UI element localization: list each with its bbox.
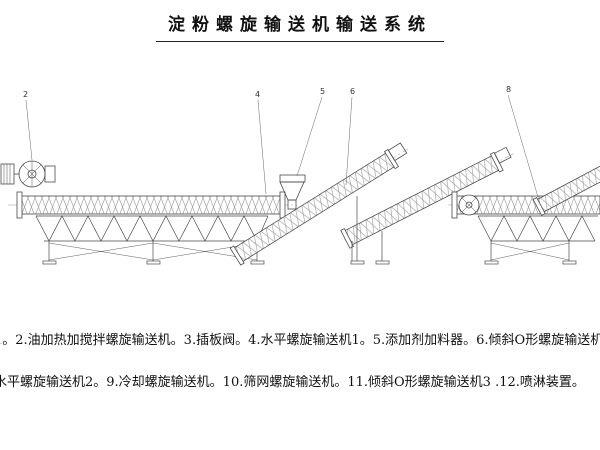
page-title: 淀粉螺旋输送机输送系统 (156, 10, 444, 42)
drive-motor-icon (387, 142, 408, 162)
caption-line-2: 水平螺旋输送机2。9.冷却螺旋输送机。10.筛网螺旋输送机。11.倾斜O形螺旋输… (0, 375, 585, 390)
inclined-conveyor-2 (340, 146, 514, 249)
inclined-conveyor-1 (229, 142, 408, 266)
callout-number-inclined: 6 (350, 87, 355, 96)
title-bar: 淀粉螺旋输送机输送系统 (0, 10, 600, 42)
parts-caption: 1。2.油加热加搅拌螺旋输送机。3.插板阀。4.水平螺旋输送机1。5.添加剂加料… (0, 329, 600, 390)
truss-support-2 (477, 215, 598, 265)
caption-line-1: 1。2.油加热加搅拌螺旋输送机。3.插板阀。4.水平螺旋输送机1。5.添加剂加料… (0, 333, 600, 348)
callout-number-conveyor2: 8 (506, 85, 511, 94)
horizontal-conveyor-2 (451, 191, 600, 219)
callout-leaders (25, 94, 539, 198)
horizontal-conveyor-1 (16, 191, 286, 219)
truss-support-1 (35, 215, 269, 265)
additive-feeder-hopper (279, 174, 306, 210)
oil-heating-mixer-conveyor (0, 160, 56, 188)
callout-number-conveyor1: 4 (255, 90, 260, 99)
callout-number-feeder: 5 (320, 87, 325, 96)
inclined-conveyor-3 (532, 164, 600, 216)
support-legs (350, 196, 390, 265)
drive-motor-icon (493, 146, 512, 164)
callout-number-left: 2 (23, 90, 28, 99)
